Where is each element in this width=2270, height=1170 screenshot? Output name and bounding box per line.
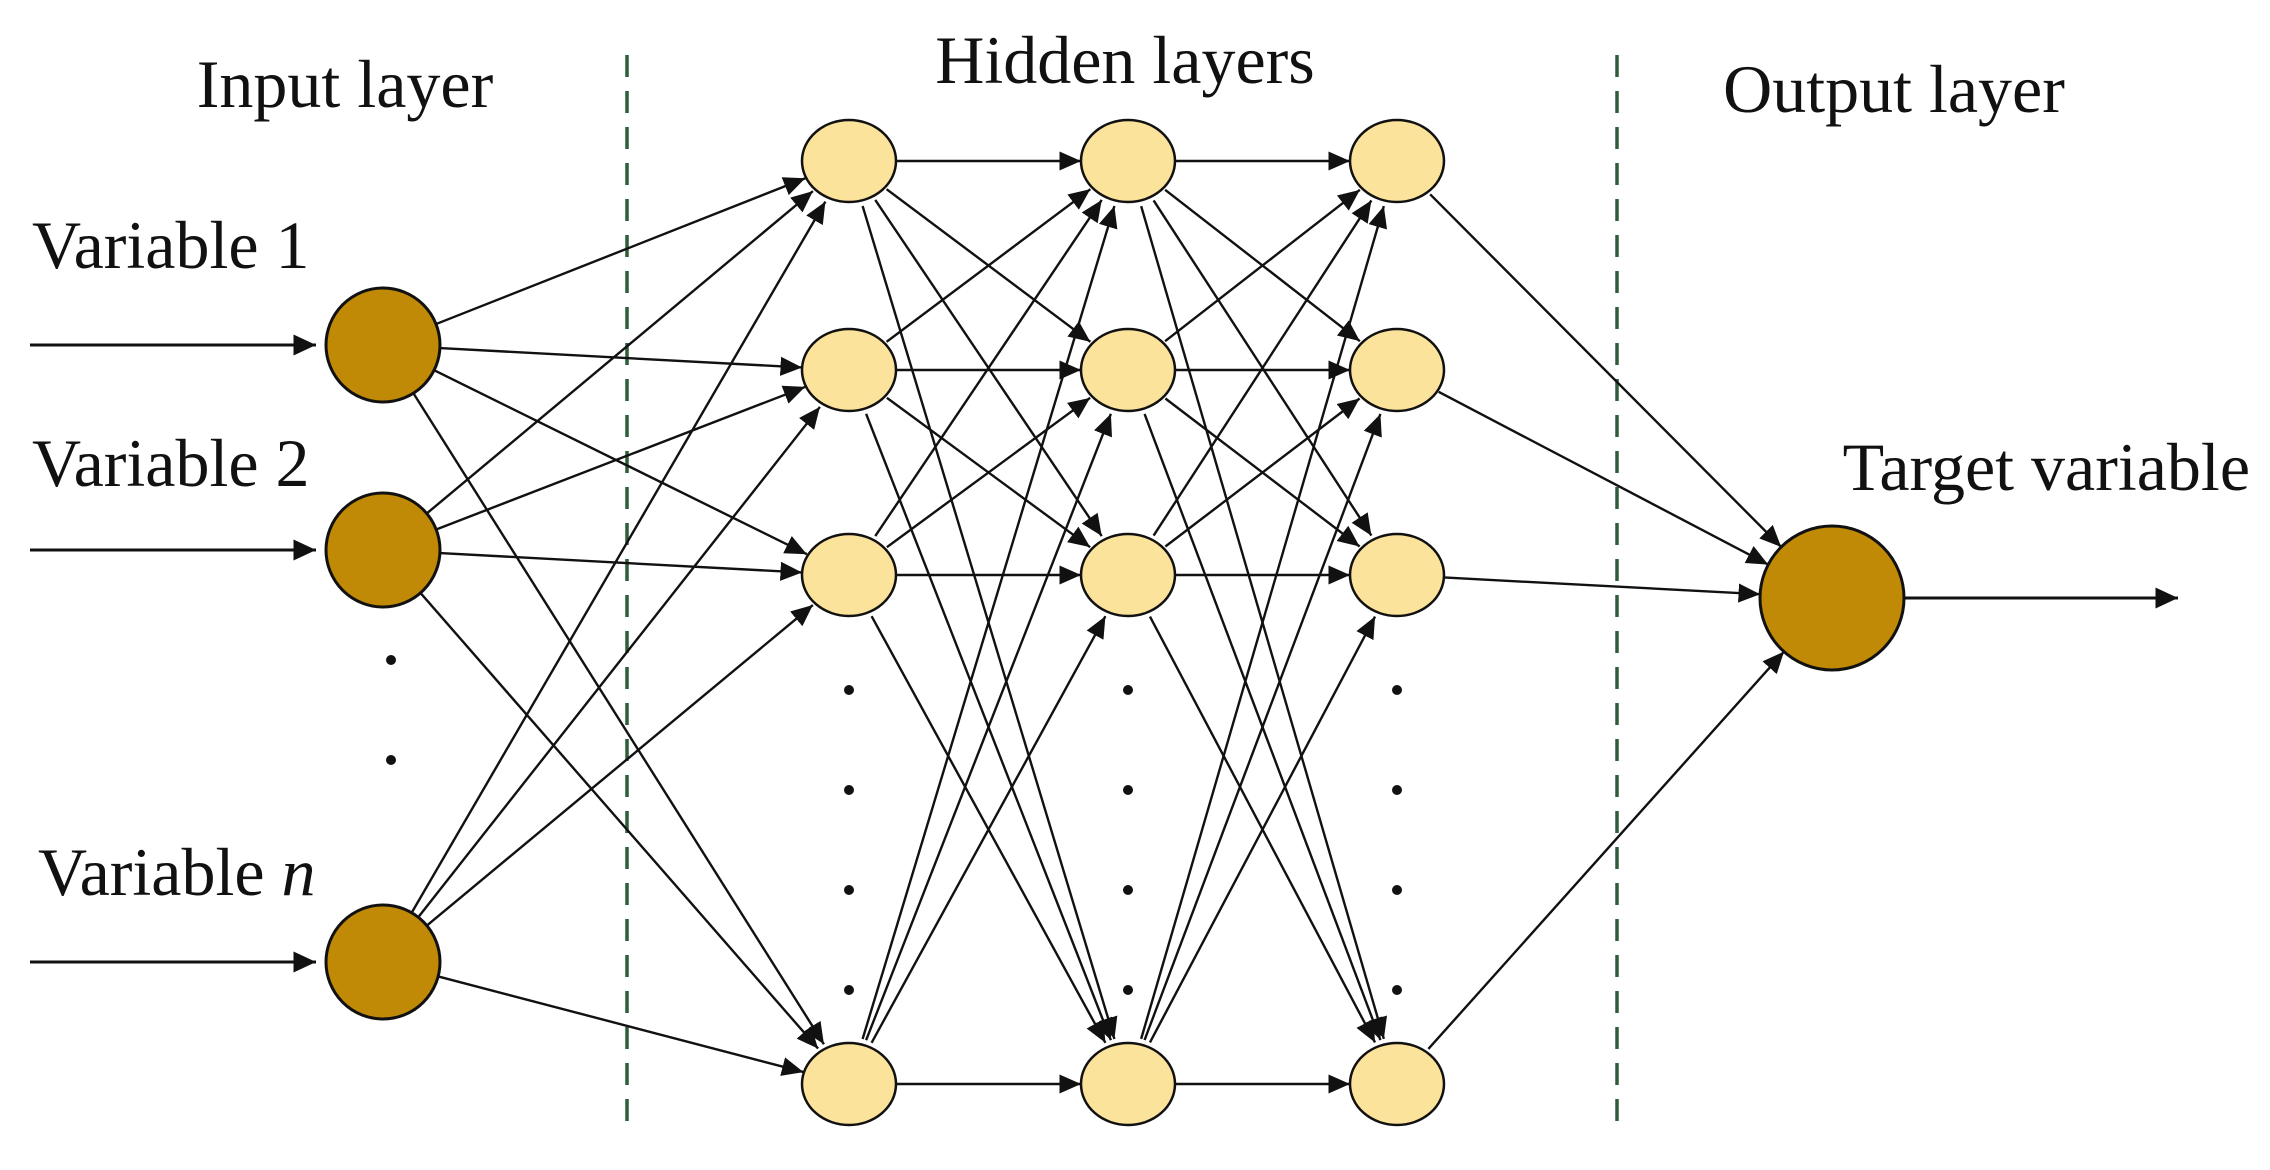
target-variable-label: Target variable xyxy=(1843,429,2250,505)
edge-hidden1-3-hidden2-0 xyxy=(861,205,1118,1040)
variable-2-label: Variable 2 xyxy=(32,425,310,501)
edge-input-2-hidden1-0 xyxy=(410,201,827,914)
input-node-2 xyxy=(324,491,442,609)
edge-input-2-hidden1-3 xyxy=(437,975,804,1076)
hidden1-ellipsis-dot-3 xyxy=(844,885,854,895)
edge-input-1-hidden1-2 xyxy=(439,551,803,581)
hidden2-ellipsis-dot-1 xyxy=(1123,685,1133,695)
edge-hidden3-0-output xyxy=(1429,193,1783,548)
edge-hidden2-3-hidden3-1 xyxy=(1143,413,1382,1041)
hidden-node-l3-1 xyxy=(1348,118,1446,204)
edge-hidden1-2-hidden2-0 xyxy=(874,199,1103,537)
edge-hidden2-1-hidden3-0 xyxy=(1164,188,1361,343)
ellipsis-dots xyxy=(386,655,1402,995)
edge-input-0-hidden1-3 xyxy=(412,392,825,1045)
variable-1-label: Variable 1 xyxy=(32,207,310,283)
edge-hidden1-3-hidden2-2 xyxy=(870,615,1107,1044)
edge-input-1-hidden1-3 xyxy=(419,592,820,1050)
output-node xyxy=(1758,524,1906,672)
hidden2-ellipsis-dot-4 xyxy=(1123,985,1133,995)
edge-hidden2-2-hidden3-1 xyxy=(1164,397,1361,548)
edge-input-1-hidden1-0 xyxy=(425,190,814,515)
connections xyxy=(410,151,1785,1094)
edge-hidden1-2-hidden2-1 xyxy=(886,396,1091,549)
edge-input-2-hidden1-2 xyxy=(426,604,814,927)
input-ellipsis-dot-1 xyxy=(386,655,396,665)
hidden-node-l1-1 xyxy=(800,118,898,204)
hidden2-ellipsis-dot-2 xyxy=(1123,785,1133,795)
hidden3-ellipsis-dot-1 xyxy=(1392,685,1402,695)
hidden1-ellipsis-dot-1 xyxy=(844,685,854,695)
hidden-node-l3-4 xyxy=(1348,1041,1446,1127)
variable-n-italic: n xyxy=(282,834,316,910)
hidden2-ellipsis-dot-3 xyxy=(1123,885,1133,895)
edge-hidden2-3-hidden3-2 xyxy=(1148,615,1377,1044)
edge-hidden2-2-hidden3-0 xyxy=(1152,199,1373,537)
edge-hidden1-1-hidden2-0 xyxy=(885,188,1092,343)
hidden3-ellipsis-dot-2 xyxy=(1392,785,1402,795)
hidden-node-l3-2 xyxy=(1348,327,1446,413)
edge-input-0-hidden1-2 xyxy=(433,369,808,556)
output-layer-header: Output layer xyxy=(1723,51,2065,127)
input-layer-header: Input layer xyxy=(197,46,494,122)
hidden-layers-header: Hidden layers xyxy=(935,22,1315,98)
edge-hidden1-3-hidden2-1 xyxy=(864,413,1113,1041)
edge-input-0-hidden1-1 xyxy=(439,346,803,376)
hidden3-ellipsis-dot-4 xyxy=(1392,985,1402,995)
hidden-node-l2-4 xyxy=(1079,1041,1177,1127)
hidden-layer-nodes xyxy=(800,118,1446,1127)
variable-n-prefix: Variable xyxy=(38,834,282,910)
edge-input-1-hidden1-1 xyxy=(435,385,806,531)
hidden-node-l2-1 xyxy=(1079,118,1177,204)
hidden-node-l2-2 xyxy=(1079,327,1177,413)
hidden3-ellipsis-dot-3 xyxy=(1392,885,1402,895)
edge-hidden2-3-hidden3-0 xyxy=(1139,205,1388,1040)
edge-hidden3-3-output xyxy=(1427,650,1785,1050)
hidden-node-l1-3 xyxy=(800,532,898,618)
hidden-node-l1-2 xyxy=(800,327,898,413)
hidden-node-l3-3 xyxy=(1348,532,1446,618)
edge-input-2-hidden1-1 xyxy=(417,406,821,918)
input-node-1 xyxy=(324,286,442,404)
input-ellipsis-dot-2 xyxy=(386,755,396,765)
edge-hidden3-2-output xyxy=(1443,576,1761,603)
hidden1-ellipsis-dot-4 xyxy=(844,985,854,995)
input-node-n xyxy=(324,903,442,1021)
edge-input-0-hidden1-0 xyxy=(435,177,806,326)
edge-hidden3-1-output xyxy=(1438,390,1769,566)
hidden-node-l2-3 xyxy=(1079,532,1177,618)
variable-n-label: Variable n xyxy=(38,834,316,910)
hidden-node-l1-4 xyxy=(800,1041,898,1127)
input-layer-nodes xyxy=(324,286,442,1021)
hidden1-ellipsis-dot-2 xyxy=(844,785,854,795)
